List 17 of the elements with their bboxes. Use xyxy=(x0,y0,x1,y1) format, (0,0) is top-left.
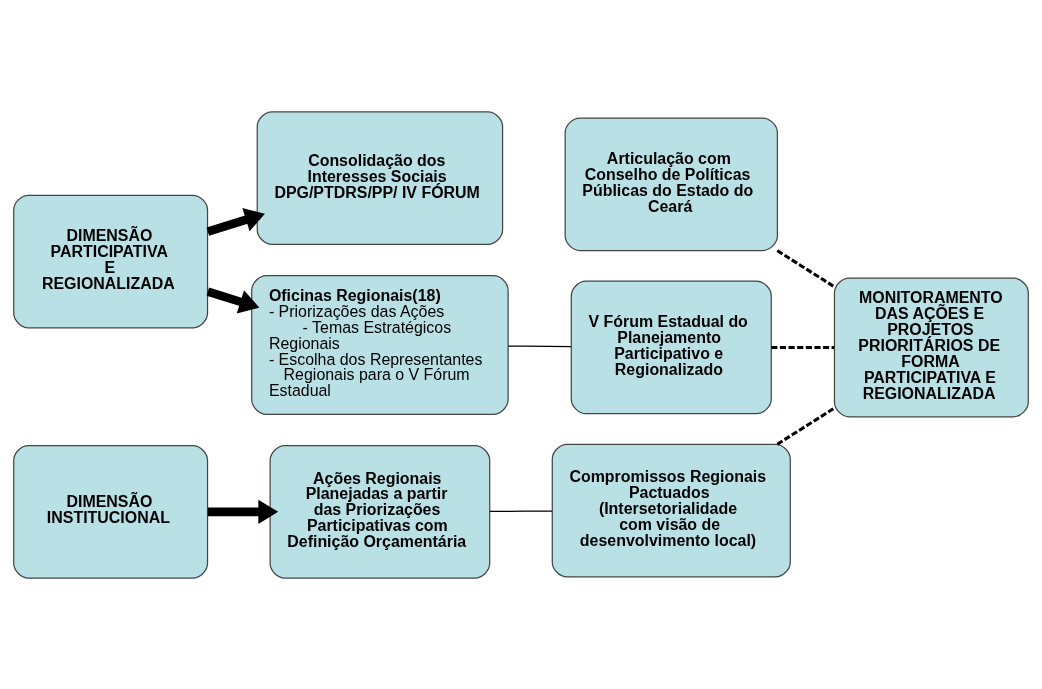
arrow xyxy=(206,286,260,313)
node-box: Ações Regionais Planejadas a partir das Priorizações Participativas com Definição Orçamentária xyxy=(269,444,491,579)
arrow xyxy=(206,207,265,236)
node-box: MONITORAMENTO DAS AÇÕES E PROJETOS PRIORITÁRIOS DE FORMA PARTICIPATIVA E REGIONALIZADA xyxy=(833,277,1029,417)
node-box: Articulação com Conselho de Políticas Públicas do Estado do Ceará xyxy=(564,116,778,251)
connector xyxy=(507,344,572,347)
node-box: Consolidação dos Interesses Sociais DPG/PTDRS/PP/ IV FÓRUM xyxy=(256,110,504,245)
connector xyxy=(771,345,835,349)
node-box: V Fórum Estadual do Planejamento Participativo e Regionalizado xyxy=(570,280,772,414)
node-box: Compromissos Regionais Pactuados (Intersetorialidade com visão de desenvolvimento local) xyxy=(551,443,791,577)
arrow xyxy=(207,499,279,524)
connector xyxy=(489,510,553,512)
node-box: Oficinas Regionais(18) - Priorizações das Ações - Temas Estratégicos Regionais - Escolha dos Representantes Regionais para o V Fórum Estadual xyxy=(251,274,509,415)
connector xyxy=(776,248,835,288)
connector xyxy=(776,406,835,446)
node-box: DIMENSÃO INSTITUCIONAL xyxy=(13,444,209,579)
node-box: DIMENSÃO PARTICIPATIVA E REGIONALIZADA xyxy=(13,194,209,328)
